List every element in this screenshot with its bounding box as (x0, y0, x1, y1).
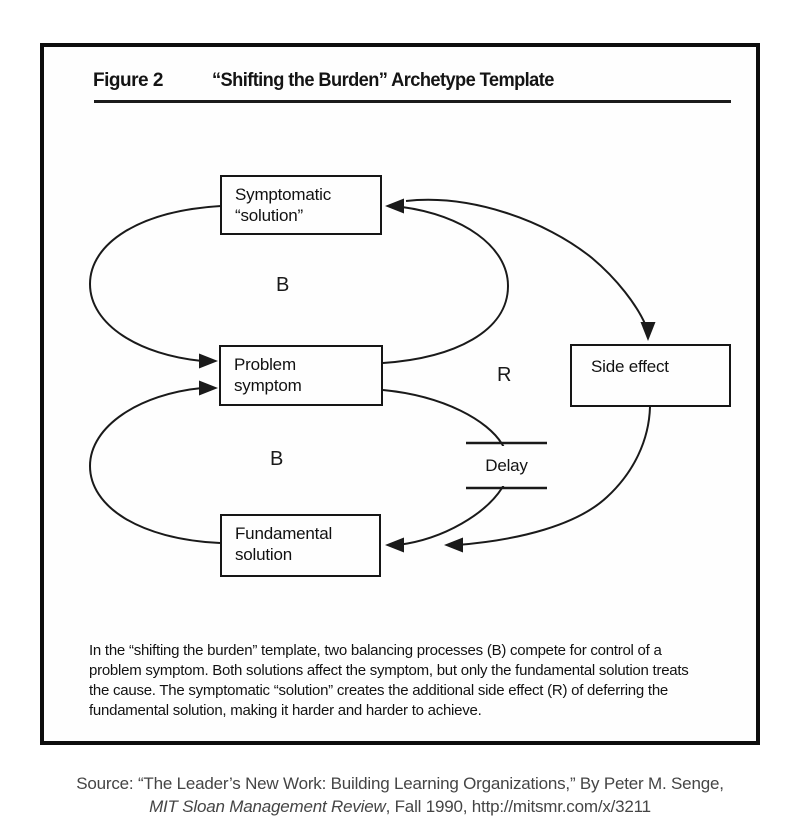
loop-label-balancing-upper: B (276, 274, 290, 296)
arc-symptomatic-to-problem (88, 205, 222, 362)
loop-label-reinforcing: R (497, 364, 512, 386)
caption-line: the cause. The symptomatic “solution” cr… (89, 682, 669, 699)
node-fundamental-line2: solution (235, 545, 292, 564)
node-fundamental-line1: Fundamental (235, 524, 333, 543)
arc-symptomatic-to-sideeffect (405, 198, 647, 327)
figure-caption: In the “shifting the burden” template, t… (89, 641, 734, 721)
delay-label: Delay (467, 446, 546, 486)
arrowhead-into-problem-upper (199, 353, 218, 369)
arrowhead-into-symptomatic (385, 198, 404, 214)
arc-sideeffect-to-fundamental (456, 406, 651, 546)
arrowhead-into-fundamental-outer (444, 537, 463, 553)
source-line2: MIT Sloan Management Review, Fall 1990, … (0, 795, 800, 818)
arrowhead-into-sideeffect (640, 322, 656, 341)
caption-line: In the “shifting the burden” template, t… (89, 642, 662, 659)
node-problem-line1: Problem (234, 355, 296, 374)
node-problem-line2: symptom (234, 376, 302, 395)
source-line1: Source: “The Leader’s New Work: Building… (76, 774, 724, 793)
title-rule (94, 100, 731, 103)
caption-line: fundamental solution, making it harder a… (89, 702, 482, 719)
source-citation: Source: “The Leader’s New Work: Building… (0, 772, 800, 818)
figure-title: “Shifting the Burden” Archetype Template (212, 70, 554, 91)
node-symptomatic-solution: Symptomatic “solution” (220, 175, 382, 235)
arrowhead-into-problem-lower (199, 380, 218, 396)
node-side-effect: Side effect (570, 344, 731, 407)
node-symptomatic-line2: “solution” (235, 206, 303, 225)
caption-line: problem symptom. Both solutions affect t… (89, 662, 689, 679)
arrowhead-into-fundamental-inner (385, 537, 404, 553)
node-side-effect-label: Side effect (591, 357, 669, 376)
source-journal-title: MIT Sloan Management Review (149, 797, 386, 816)
node-problem-symptom: Problem symptom (219, 345, 383, 406)
node-fundamental-solution: Fundamental solution (220, 514, 381, 577)
arc-problem-to-symptomatic (382, 206, 510, 364)
source-suffix: , Fall 1990, http://mitsmr.com/x/3211 (385, 797, 652, 816)
figure-number-label: Figure 2 (93, 70, 163, 91)
node-symptomatic-line1: Symptomatic (235, 185, 332, 204)
arc-fundamental-to-problem (88, 387, 221, 544)
loop-label-balancing-lower: B (270, 448, 284, 470)
